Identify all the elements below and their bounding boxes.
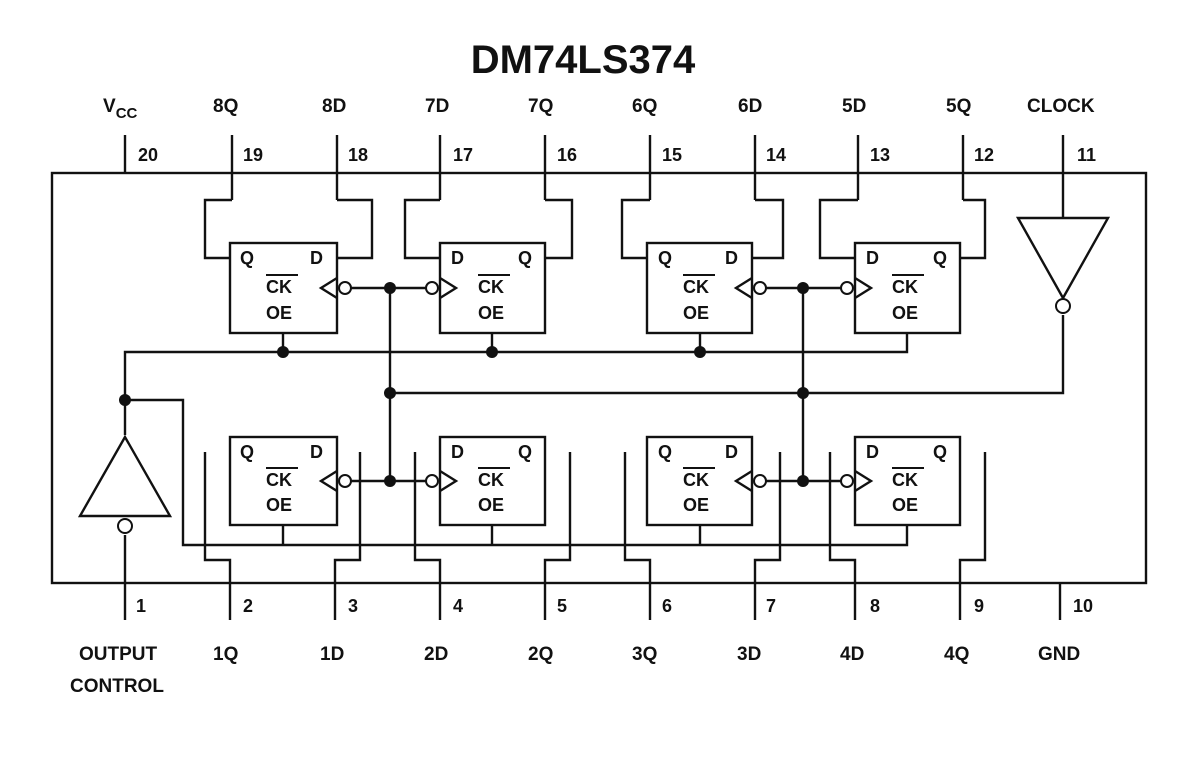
svg-text:OE: OE [478, 495, 504, 515]
pin-17-label: 7D [425, 96, 449, 117]
svg-text:D: D [451, 248, 464, 268]
pin-20-label: VCC [103, 96, 138, 122]
pin-6-number: 6 [662, 596, 672, 616]
pin-15-label: 6Q [632, 96, 657, 117]
pin-7-number: 7 [766, 596, 776, 616]
pin-1-label-line2: CONTROL [70, 676, 164, 697]
svg-text:CK: CK [892, 470, 918, 490]
pin-18-label: 8D [322, 96, 346, 117]
bottom-pin-leads [123, 452, 1062, 620]
pin-14-label: 6D [738, 96, 762, 117]
svg-text:OE: OE [266, 495, 292, 515]
pin-13-label: 5D [842, 96, 866, 117]
pin-12-number: 12 [974, 145, 994, 165]
pin-12-label: 5Q [946, 96, 971, 117]
svg-text:CK: CK [266, 470, 292, 490]
svg-text:D: D [725, 442, 738, 462]
svg-text:Q: Q [240, 248, 254, 268]
flipflop-2: D Q CK OE [425, 435, 547, 527]
flipflop-1: Q D CK OE [228, 435, 352, 527]
svg-text:D: D [310, 248, 323, 268]
pin-18-number: 18 [348, 145, 368, 165]
svg-text:Q: Q [933, 442, 947, 462]
flipflop-3: Q D CK OE [645, 435, 767, 527]
pin-16-number: 16 [557, 145, 577, 165]
pin-14-number: 14 [766, 145, 786, 165]
pin-5-label: 2Q [528, 644, 553, 665]
chip-title: DM74LS374 [471, 38, 696, 82]
svg-text:Q: Q [240, 442, 254, 462]
pin-15-number: 15 [662, 145, 682, 165]
pin-7-label: 3D [737, 644, 761, 665]
svg-text:OE: OE [683, 495, 709, 515]
output-enable-bus [123, 333, 909, 547]
flipflop-6: Q D CK OE [645, 241, 767, 335]
flipflop-5: D Q CK OE [840, 241, 962, 335]
svg-text:D: D [866, 442, 879, 462]
svg-text:CK: CK [683, 470, 709, 490]
svg-text:D: D [451, 442, 464, 462]
pin-17-number: 17 [453, 145, 473, 165]
svg-text:Q: Q [658, 442, 672, 462]
pin-19-label: 8Q [213, 96, 238, 117]
pin-10-label: GND [1038, 644, 1080, 665]
svg-text:D: D [866, 248, 879, 268]
svg-text:OE: OE [892, 303, 918, 323]
top-pin-labels: VCC 20 8Q 19 8D 18 7D 17 7Q 16 6Q 15 6D … [103, 96, 1096, 165]
svg-text:Q: Q [518, 442, 532, 462]
pin-13-number: 13 [870, 145, 890, 165]
pin-8-number: 8 [870, 596, 880, 616]
pin-4-number: 4 [453, 596, 463, 616]
svg-text:CK: CK [892, 277, 918, 297]
pin-3-label: 1D [320, 644, 344, 665]
pin-1-label: OUTPUT [79, 644, 158, 665]
svg-text:OE: OE [683, 303, 709, 323]
svg-text:Q: Q [518, 248, 532, 268]
pin-11-label: CLOCK [1027, 96, 1095, 117]
svg-text:D: D [310, 442, 323, 462]
pin-6-label: 3Q [632, 644, 657, 665]
pin-20-number: 20 [138, 145, 158, 165]
svg-text:D: D [725, 248, 738, 268]
pin-1-number: 1 [136, 596, 146, 616]
svg-text:OE: OE [892, 495, 918, 515]
pin-3-number: 3 [348, 596, 358, 616]
pin-8-label: 4D [840, 644, 864, 665]
pin-9-label: 4Q [944, 644, 969, 665]
pin-16-label: 7Q [528, 96, 553, 117]
pin-2-label: 1Q [213, 644, 238, 665]
svg-text:CK: CK [478, 470, 504, 490]
flipflop-4: D Q CK OE [840, 435, 962, 527]
pin-11-number: 11 [1077, 145, 1096, 165]
pin-4-label: 2D [424, 644, 448, 665]
svg-text:Q: Q [933, 248, 947, 268]
top-row-wiring [203, 198, 987, 260]
clock-buffer-triangle [1015, 216, 1111, 314]
svg-text:OE: OE [266, 303, 292, 323]
junction-dots [119, 282, 809, 487]
pin-5-number: 5 [557, 596, 567, 616]
svg-text:OE: OE [478, 303, 504, 323]
pin-2-number: 2 [243, 596, 253, 616]
svg-text:Q: Q [658, 248, 672, 268]
svg-text:CK: CK [266, 277, 292, 297]
output-control-buffer-triangle [77, 434, 173, 534]
clock-bus [350, 286, 1065, 483]
bottom-pin-labels: 1 OUTPUT CONTROL 2 1Q 3 1D 4 2D 5 2Q 6 3… [70, 596, 1093, 697]
flipflop-8: Q D CK OE [228, 241, 352, 335]
svg-text:CK: CK [478, 277, 504, 297]
package-outline [50, 171, 1148, 585]
svg-text:CK: CK [683, 277, 709, 297]
pin-10-number: 10 [1073, 596, 1093, 616]
top-pin-leads [123, 135, 1065, 218]
flipflop-7: D Q CK OE [425, 241, 547, 335]
pin-19-number: 19 [243, 145, 263, 165]
pin-9-number: 9 [974, 596, 984, 616]
